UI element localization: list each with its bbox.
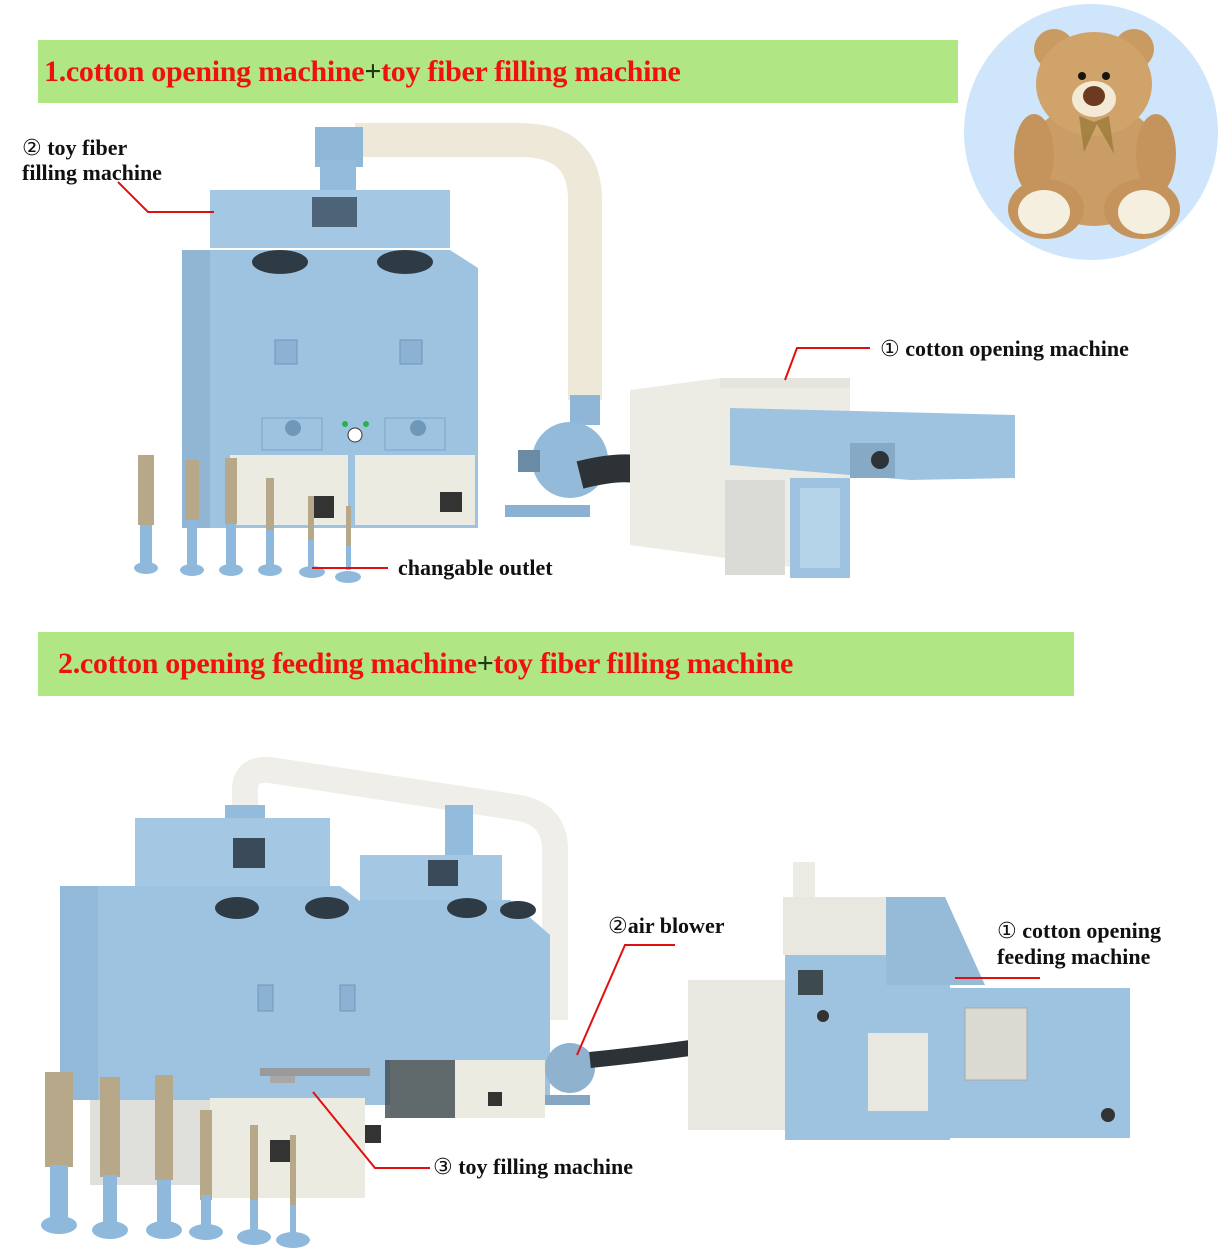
section-2-callout-lines [312, 944, 1040, 1169]
callout-text: changable outlet [398, 555, 553, 580]
callout-number: ② [22, 136, 42, 161]
air-blower [545, 1040, 692, 1105]
duct-pipe [315, 123, 602, 400]
callout-number: ① [880, 337, 900, 362]
toy-fiber-filling-machine [182, 190, 478, 528]
cotton-opening-machine [630, 378, 1015, 578]
changable-outlets [134, 455, 361, 583]
teddy-bear-icon [1008, 29, 1180, 239]
callout-number: ① [997, 919, 1017, 944]
section-2-title-banner: 2.cotton opening feeding machine+toy fib… [38, 632, 1074, 696]
callout-number: ② [608, 914, 628, 939]
section-2-title-suffix: toy fiber filling machine [493, 647, 794, 680]
changable-outlets [41, 1072, 310, 1248]
teddy-bear-image [964, 4, 1218, 260]
callout-text: toy filling machine [458, 1154, 634, 1179]
section-2-title-plus: + [476, 647, 494, 680]
callout-number: ③ [433, 1155, 453, 1180]
callout-text: cotton opening machine [905, 336, 1129, 361]
section-1-title-banner: 1.cotton opening machine+toy fiber filli… [38, 40, 958, 103]
callout-text-line1: cotton opening [1022, 918, 1161, 943]
section-1-title-prefix: 1.cotton opening machine [44, 54, 365, 88]
section-1-callout-lines [117, 181, 870, 569]
callout-text-line2: feeding machine [997, 944, 1151, 969]
callout-toy-filling-machine: ③ toy filling machine [433, 1155, 633, 1180]
callout-text-line1: toy fiber [47, 135, 128, 160]
section-1-title-plus: + [364, 54, 382, 88]
callout-toy-fiber-filling-machine: ② toy fiber filling machine [22, 136, 162, 185]
callout-changable-outlet: changable outlet [398, 556, 553, 580]
toy-filling-machine-rear [360, 855, 550, 1118]
section-1-title-suffix: toy fiber filling machine [381, 54, 681, 88]
section-1-machines-illustration [117, 123, 1015, 583]
callout-text-line2: filling machine [22, 160, 162, 185]
callout-cotton-opening-feeding-machine: ① cotton opening feeding machine [997, 918, 1161, 969]
section-2-title-prefix: 2.cotton opening feeding machine [58, 647, 477, 680]
callout-air-blower: ②air blower [608, 914, 724, 939]
callout-cotton-opening-machine: ① cotton opening machine [880, 337, 1129, 362]
cotton-opening-feeding-machine [688, 862, 1130, 1140]
callout-text: air blower [627, 913, 725, 938]
